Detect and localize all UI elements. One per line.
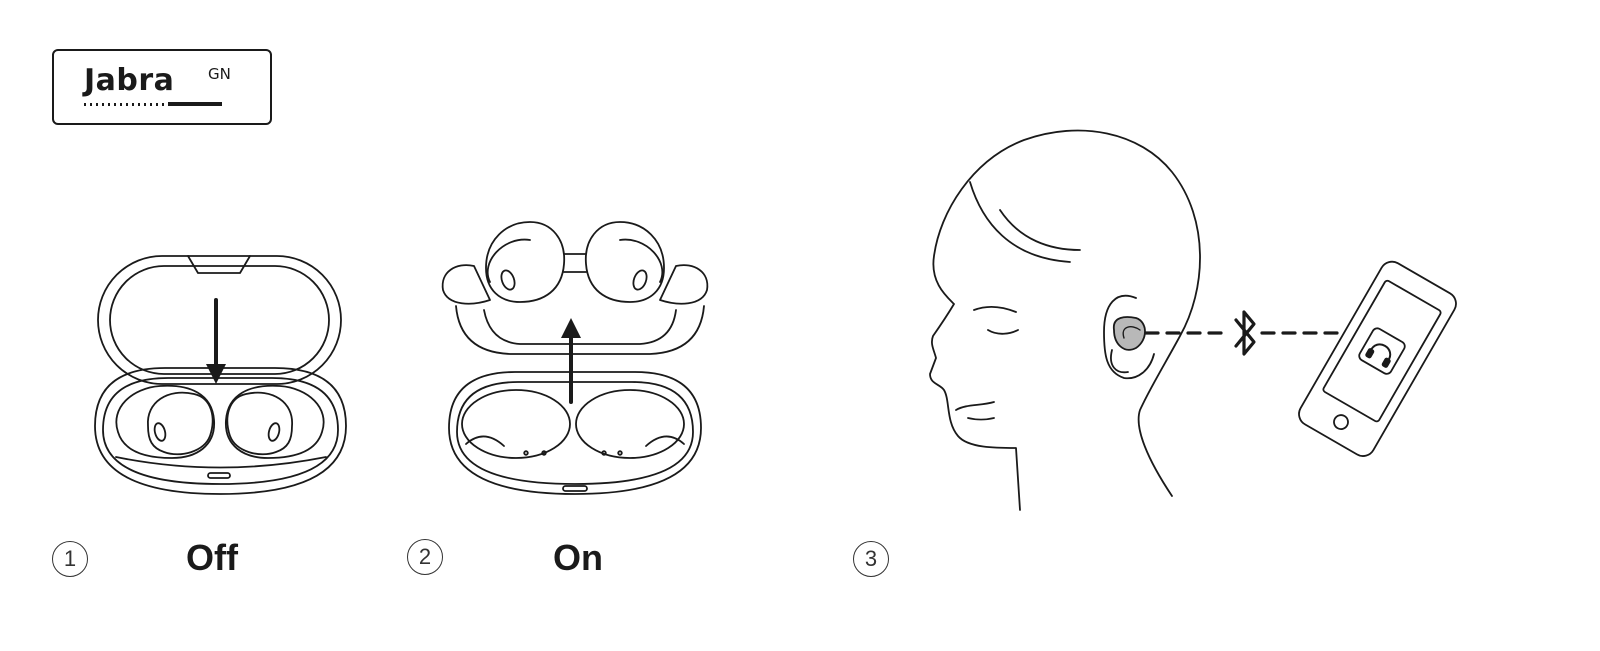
bluetooth-icon [1236, 312, 1254, 354]
phone-illustration [1295, 257, 1461, 460]
arrow-down-icon [206, 300, 226, 384]
step-1-number: 1 [52, 541, 88, 577]
case-on-illustration [443, 222, 708, 494]
head-illustration [930, 130, 1200, 510]
step-2-label: On [553, 537, 603, 579]
step-1-label: Off [186, 537, 238, 579]
arrow-up-icon [561, 318, 581, 402]
headphones-icon [1357, 326, 1406, 375]
step-2-number: 2 [407, 539, 443, 575]
step-3-number: 3 [853, 541, 889, 577]
